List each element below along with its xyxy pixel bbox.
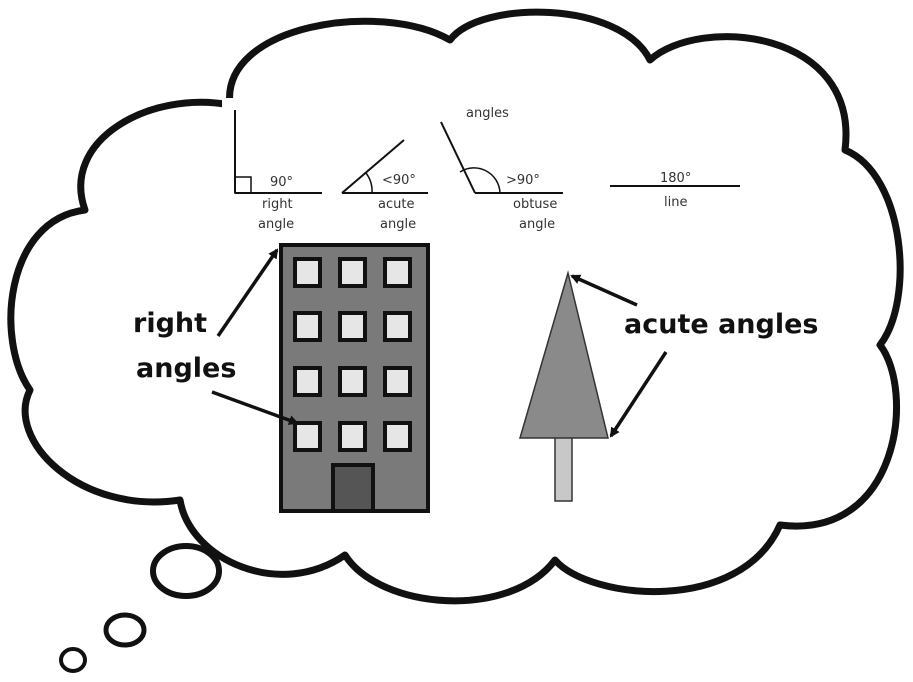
- acute-angle-label-2: angle: [380, 217, 416, 232]
- right-angle-label-2: angle: [258, 217, 294, 232]
- window: [293, 366, 322, 397]
- obtuse-angle-label-1: obtuse: [513, 197, 557, 212]
- arrow-to-tree-top: [570, 274, 638, 307]
- tree: [519, 270, 609, 502]
- tree-crown: [519, 270, 609, 439]
- right-angle-figure: [234, 110, 322, 194]
- window: [338, 421, 367, 452]
- acute-angle-figure: [341, 139, 428, 194]
- window: [383, 311, 412, 342]
- window: [383, 421, 412, 452]
- arrow-to-tree-base: [609, 351, 668, 438]
- right-angles-callout-line2: angles: [136, 353, 236, 384]
- acute-angle-label-1: acute: [378, 197, 414, 212]
- straight-line-measure: 180°: [660, 171, 691, 186]
- window: [383, 366, 412, 397]
- window: [383, 257, 412, 288]
- window: [338, 311, 367, 342]
- window: [338, 257, 367, 288]
- angles-title: angles: [466, 106, 509, 121]
- window: [293, 421, 322, 452]
- window: [293, 257, 322, 288]
- building-windows: [293, 257, 412, 452]
- thought-bubble-small: [59, 647, 87, 673]
- acute-angle-measure: <90°: [382, 173, 416, 188]
- arrow-to-building-top: [216, 248, 279, 337]
- right-angle-measure: 90°: [270, 175, 293, 190]
- building-door: [331, 463, 375, 513]
- right-angle-label-1: right: [262, 197, 293, 212]
- obtuse-angle-label-2: angle: [519, 217, 555, 232]
- arrow-to-building-side: [211, 390, 299, 425]
- obtuse-angle-measure: >90°: [506, 173, 540, 188]
- angle-chart-panel: [222, 98, 742, 238]
- window: [293, 311, 322, 342]
- window: [338, 366, 367, 397]
- building: [279, 243, 430, 513]
- thought-bubble-large: [150, 543, 222, 599]
- right-angles-callout-line1: right: [133, 308, 207, 339]
- tree-trunk: [554, 436, 573, 502]
- obtuse-angle-figure: [440, 121, 563, 194]
- thought-bubble-medium: [103, 612, 147, 648]
- straight-line-label: line: [664, 195, 687, 210]
- acute-angles-callout: acute angles: [624, 309, 818, 340]
